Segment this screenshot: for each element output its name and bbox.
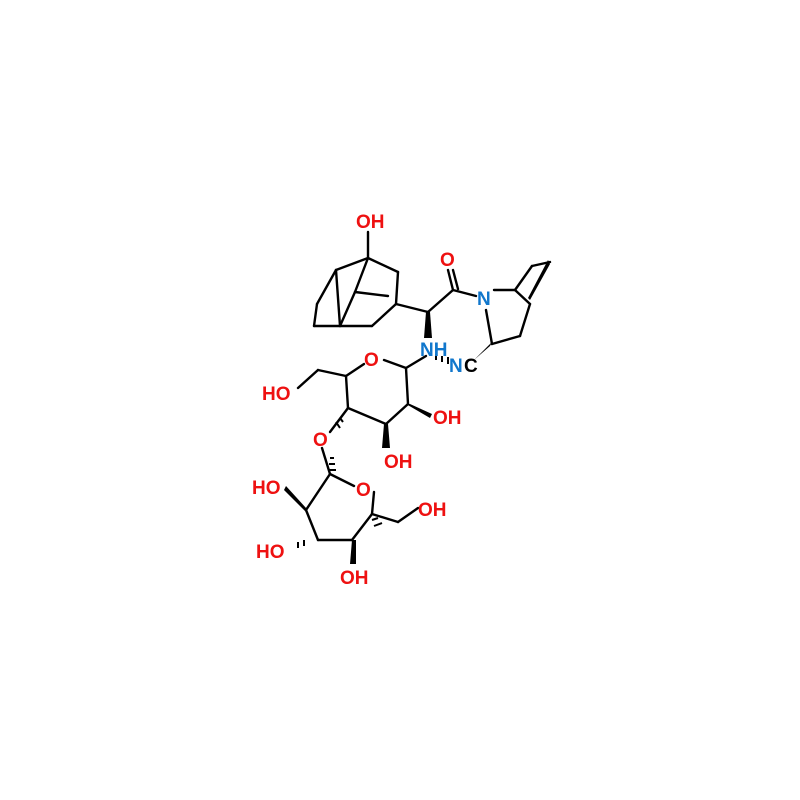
atom-ring2-oh-lowleft: HO: [256, 542, 285, 563]
atom-ring2-oxygen: O: [356, 480, 371, 501]
atom-amide-nitrogen: N: [477, 289, 491, 310]
atom-labels: OH O N NH N C O HO OH OH O O OH HO HO OH: [252, 212, 491, 589]
atom-ring1-oh3: OH: [433, 408, 462, 429]
atom-ring1-ch2oh: HO: [262, 384, 291, 405]
atom-ring1-oh2: OH: [384, 452, 413, 473]
atom-glycosidic-oxygen: O: [313, 430, 328, 451]
bond-layer: [284, 230, 552, 564]
atom-nitrile-carbon: C: [464, 356, 478, 377]
hashed-bonds: [297, 354, 449, 548]
atom-ring2-oh-left: HO: [252, 478, 281, 499]
atom-oh-adamantane: OH: [356, 212, 385, 233]
atom-ring2-ch2oh: OH: [418, 500, 447, 521]
atom-nitrile-nitrogen: N: [449, 356, 463, 377]
atom-ring2-oh-bottom: OH: [340, 568, 369, 589]
atom-nh: NH: [420, 340, 447, 361]
atom-ring1-oxygen: O: [364, 350, 379, 371]
atom-carbonyl-oxygen: O: [440, 250, 455, 271]
